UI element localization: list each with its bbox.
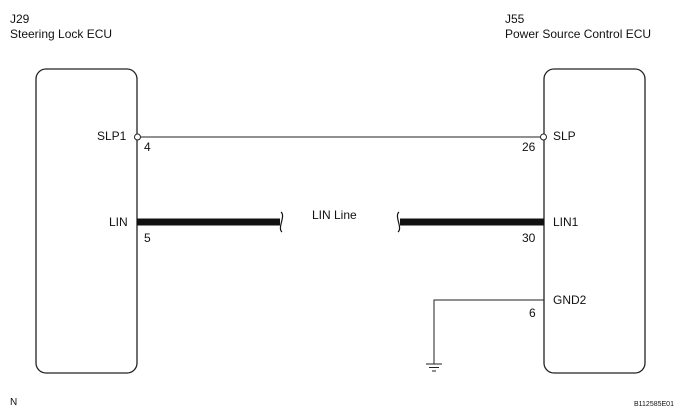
right-connector-code: J55 xyxy=(505,12,525,26)
lin1-pin-label: LIN1 xyxy=(553,215,579,229)
slp1-pin-number: 4 xyxy=(144,140,151,154)
corner-label: N xyxy=(10,397,18,408)
lin-pin-label: LIN xyxy=(109,215,128,229)
slp-pin-label: SLP xyxy=(553,129,576,143)
slp-pin-number: 26 xyxy=(522,140,536,154)
lin-wire-right-break-mark xyxy=(396,211,401,233)
left-connector-code: J29 xyxy=(10,12,30,26)
left-ecu-name: Steering Lock ECU xyxy=(10,27,113,41)
lin1-pin-number: 30 xyxy=(522,231,536,245)
right-ecu-name: Power Source Control ECU xyxy=(505,27,652,41)
gnd2-pin-number: 6 xyxy=(529,306,536,320)
figure-code: B112585E01 xyxy=(634,401,674,408)
lin-pin-number: 5 xyxy=(144,231,151,245)
gnd2-pin-label: GND2 xyxy=(553,293,587,307)
ground-symbol xyxy=(426,363,442,372)
slp-terminal xyxy=(540,133,547,141)
lin-line-label: LIN Line xyxy=(312,208,357,222)
gnd2-wire xyxy=(433,299,544,364)
slp1-terminal xyxy=(134,133,141,141)
slp1-pin-label: SLP1 xyxy=(97,129,127,143)
lin-wire-left-break-mark xyxy=(279,211,284,233)
